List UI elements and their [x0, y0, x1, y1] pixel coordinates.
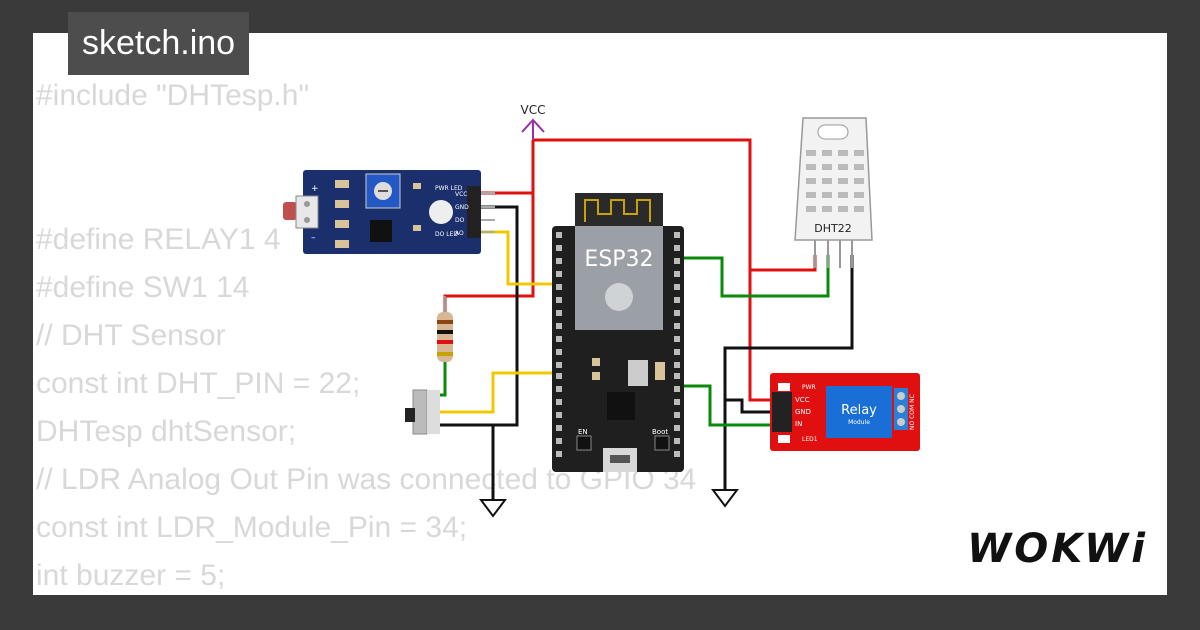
code-line: #include "DHTesp.h" [36, 79, 310, 112]
ldr-pin-do: DO [455, 217, 465, 224]
wire-gnd-relay [725, 398, 770, 414]
esp32-left-pins [556, 232, 562, 457]
code-line: DHTesp dhtSensor; [36, 415, 297, 448]
relay-led1-label: LED1 [802, 436, 818, 443]
esp32-right-pins [674, 232, 680, 457]
code-line: // DHT Sensor [36, 319, 226, 352]
code-preview: #include "DHTesp.h" #define RELAY1 4 #defi… [36, 72, 696, 600]
ldr-module[interactable]: + – PWR LED DO LED VCC GND DO AO [283, 170, 495, 254]
wokwi-logo[interactable]: WOKWi [967, 526, 1148, 572]
en-button [576, 435, 592, 451]
relay-terminals: NO COM NC [909, 394, 916, 430]
relay-label: Relay [841, 403, 877, 418]
wire-dht-data [682, 255, 830, 298]
wire-gnd-switch [440, 423, 495, 500]
wire-vcc-ldr [480, 140, 535, 195]
relay-pin-in: IN [795, 420, 802, 428]
ldr-pwr-led-label: PWR LED [435, 185, 463, 192]
wire-vcc-dht [750, 255, 817, 272]
ground-symbol-right [711, 489, 739, 508]
code-line: const int LDR_Module_Pin = 34; [36, 511, 468, 544]
vcc-label: VCC [521, 103, 546, 117]
ground-symbol-left [479, 499, 507, 518]
svg-text:+: + [311, 184, 319, 194]
svg-text:–: – [311, 233, 316, 243]
ldr-pin-gnd: GND [455, 204, 469, 211]
relay-pin-gnd: GND [795, 408, 811, 416]
photoresistor-icon [283, 202, 297, 220]
slide-switch[interactable] [405, 389, 440, 435]
code-line: #define SW1 14 [36, 271, 250, 304]
boot-label: Boot [652, 428, 668, 436]
dht22-sensor[interactable]: DHT22 [794, 117, 873, 268]
relay-pin-vcc: VCC [795, 396, 810, 404]
file-tab[interactable]: sketch.ino [68, 12, 250, 75]
boot-button [654, 435, 670, 451]
esp32-label: ESP32 [584, 247, 653, 272]
ldr-pin-vcc: VCC [455, 191, 467, 198]
code-line: const int DHT_PIN = 22; [36, 367, 361, 400]
relay-sublabel: Module [848, 419, 870, 426]
wire-switch-gpio [440, 371, 556, 414]
dht-label: DHT22 [814, 222, 851, 235]
wire-gnd-dht [723, 255, 854, 490]
en-label: EN [578, 428, 588, 436]
ldr-do-led-label: DO LED [435, 231, 458, 238]
wire-resistor-switch [440, 362, 447, 397]
relay-module[interactable]: PWR LED1 VCC GND IN Relay Module NO COM … [770, 373, 920, 451]
resistor[interactable] [437, 296, 453, 362]
code-line: #define RELAY1 4 [36, 223, 281, 256]
code-line: int buzzer = 5; [36, 559, 226, 592]
esp32-board[interactable]: ESP32 [552, 193, 684, 472]
wire-relay-in [682, 384, 770, 427]
relay-pwr-label: PWR [802, 384, 816, 391]
vcc-symbol: VCC [521, 103, 546, 140]
ldr-pin-ao: AO [455, 230, 464, 237]
